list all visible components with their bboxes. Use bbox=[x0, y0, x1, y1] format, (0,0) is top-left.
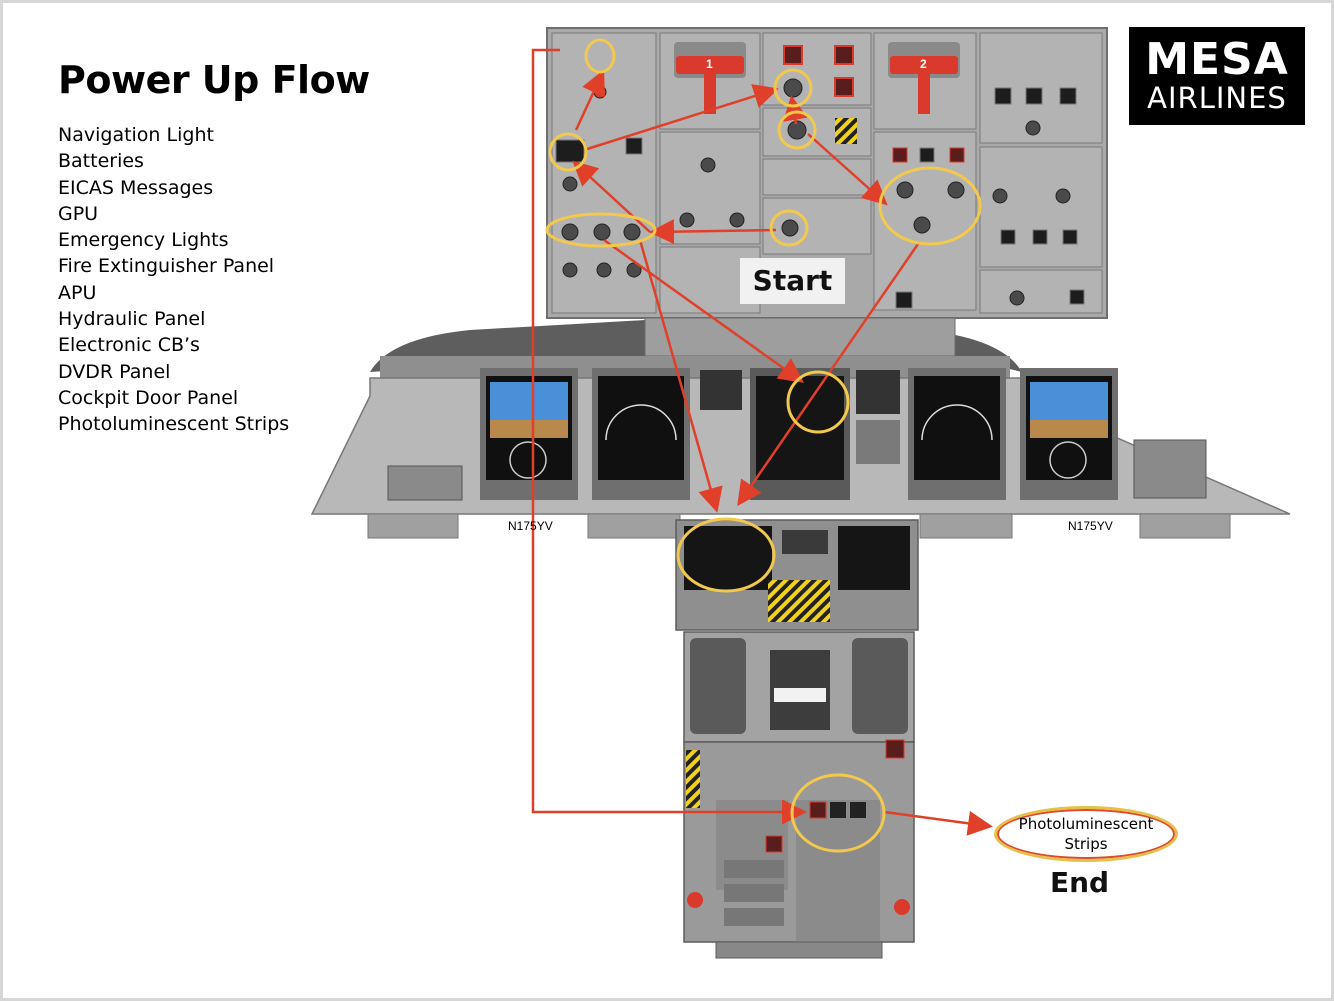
center-pedestal bbox=[675, 519, 919, 959]
registration-right: N175YV bbox=[1068, 519, 1113, 533]
engine-fire-handle-2[interactable] bbox=[890, 56, 958, 74]
flow-step: Fire Extinguisher Panel bbox=[58, 255, 275, 278]
pfd-sky bbox=[490, 382, 568, 420]
highlight-fire-extinguisher bbox=[773, 68, 813, 108]
mesa-airlines-logo: MESA AIRLINES bbox=[1129, 27, 1305, 125]
mcdu-right-display bbox=[838, 526, 910, 590]
highlight-cockpit-door-panel bbox=[790, 773, 886, 853]
flow-end-label: End bbox=[1050, 866, 1110, 899]
flow-step: EICAS Messages bbox=[58, 176, 214, 199]
flow-step: Navigation Light bbox=[58, 124, 214, 146]
logo-line-1: MESA bbox=[1145, 34, 1289, 85]
flow-step: Emergency Lights bbox=[58, 229, 229, 252]
slide-title: Power Up Flow bbox=[58, 58, 370, 102]
highlight-gpu bbox=[769, 209, 809, 247]
flow-step: Photoluminescent Strips bbox=[58, 413, 290, 436]
flow-step: Cockpit Door Panel bbox=[58, 386, 239, 409]
engine-fire-handle-1[interactable] bbox=[676, 56, 744, 74]
engine-handle-label-1: 1 bbox=[706, 57, 713, 71]
flow-step: APU bbox=[58, 281, 97, 304]
flow-step: Electronic CB’s bbox=[58, 334, 200, 357]
end-step-callout: Photoluminescent Strips bbox=[994, 806, 1178, 862]
flow-step: Hydraulic Panel bbox=[58, 308, 206, 331]
flow-arrows bbox=[531, 48, 993, 836]
flow-step-list: Navigation Light Batteries EICAS Message… bbox=[58, 122, 289, 438]
main-instrument-panel bbox=[310, 368, 1291, 539]
logo-line-2: AIRLINES bbox=[1147, 81, 1287, 115]
highlight-emergency-lights bbox=[545, 212, 657, 248]
engine-handle-label-2: 2 bbox=[920, 57, 927, 71]
flow-step: DVDR Panel bbox=[58, 360, 171, 383]
highlight-electronic-cbs bbox=[676, 517, 776, 593]
highlight-batteries bbox=[548, 132, 588, 172]
flow-step: GPU bbox=[58, 202, 99, 225]
highlight-eicas bbox=[786, 370, 850, 434]
highlight-hydraulic-panel bbox=[878, 166, 982, 246]
highlight-apu bbox=[777, 110, 817, 150]
registration-left: N175YV bbox=[508, 519, 553, 533]
flow-step: Batteries bbox=[58, 150, 144, 173]
mcdu-left-display bbox=[684, 526, 772, 590]
flow-start-label: Start bbox=[740, 258, 845, 304]
highlight-rings bbox=[545, 38, 982, 853]
highlight-navigation-light bbox=[584, 38, 616, 74]
